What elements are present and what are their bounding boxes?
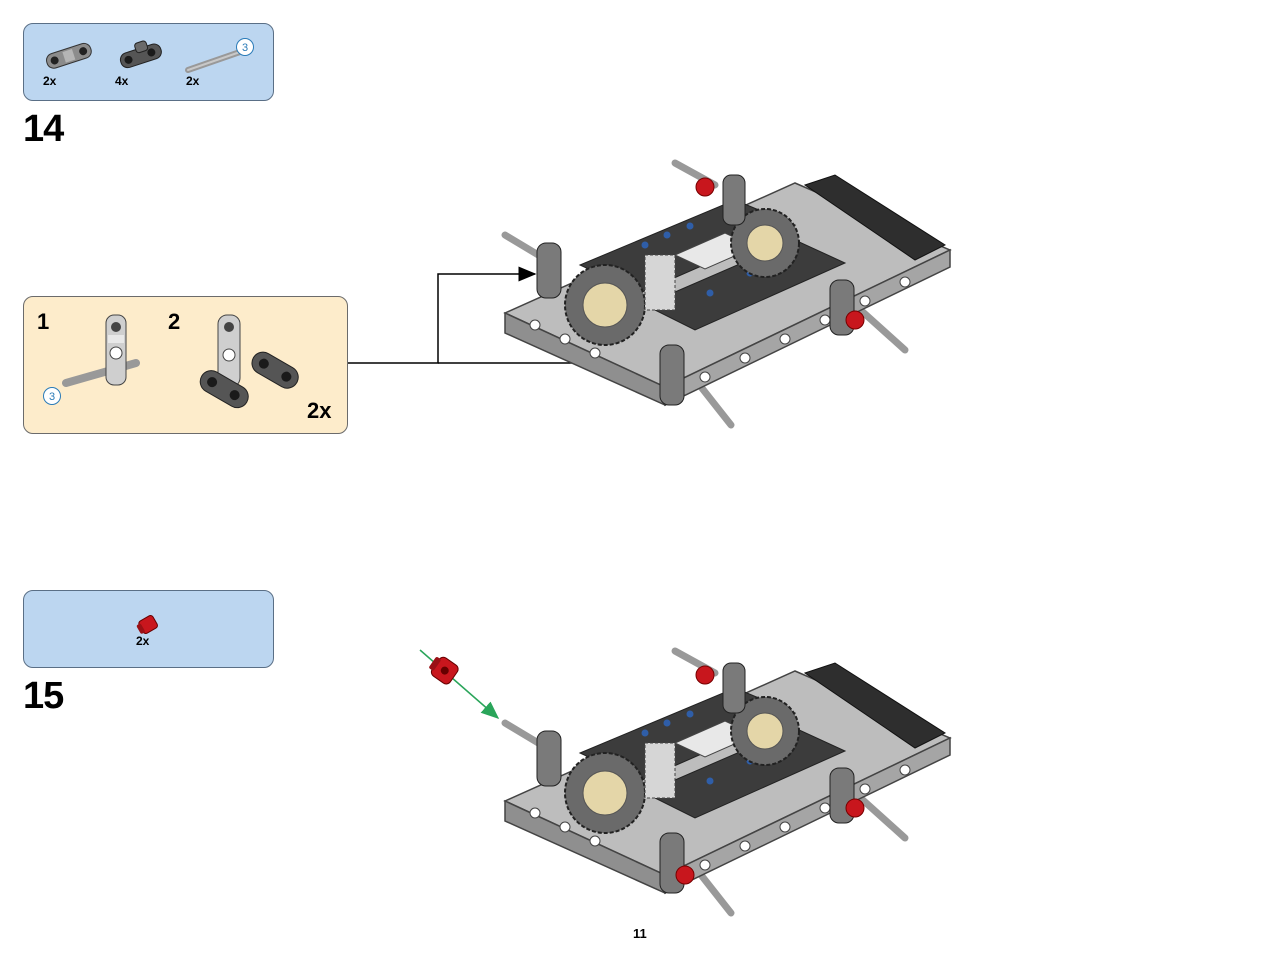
chassis-model-step-14 bbox=[501, 159, 952, 429]
step-number: 15 bbox=[23, 675, 64, 717]
red-bush-insert bbox=[429, 656, 459, 685]
part-qty: 4x bbox=[115, 74, 129, 88]
multiplier-label: 2x bbox=[307, 398, 332, 423]
sub-step-number: 1 bbox=[37, 309, 50, 334]
axle-pin-connector-icon bbox=[46, 42, 92, 69]
sub-step-number: 2 bbox=[168, 309, 181, 334]
parts-list-box: 2x bbox=[23, 590, 274, 668]
parts-list-box: 2x 4x 3 2x bbox=[23, 23, 274, 101]
axle-length-badge: 3 bbox=[236, 38, 254, 56]
sub-assembly-callout: 1 3 2 2x bbox=[23, 296, 348, 434]
part-qty: 2x bbox=[43, 74, 57, 88]
perpendicular-connector-icon bbox=[119, 40, 162, 69]
chassis-model-step-15 bbox=[501, 647, 952, 917]
axle-length-badge: 3 bbox=[43, 387, 61, 405]
step-number: 14 bbox=[23, 108, 64, 150]
red-bush-icon bbox=[136, 615, 158, 634]
axle-3-icon bbox=[185, 49, 243, 73]
part-qty: 2x bbox=[186, 74, 200, 88]
sub-step-2-assembly bbox=[199, 314, 299, 409]
part-qty: 2x bbox=[136, 634, 150, 648]
sub-step-1-assembly bbox=[62, 314, 140, 387]
page-number: 11 bbox=[633, 926, 647, 941]
